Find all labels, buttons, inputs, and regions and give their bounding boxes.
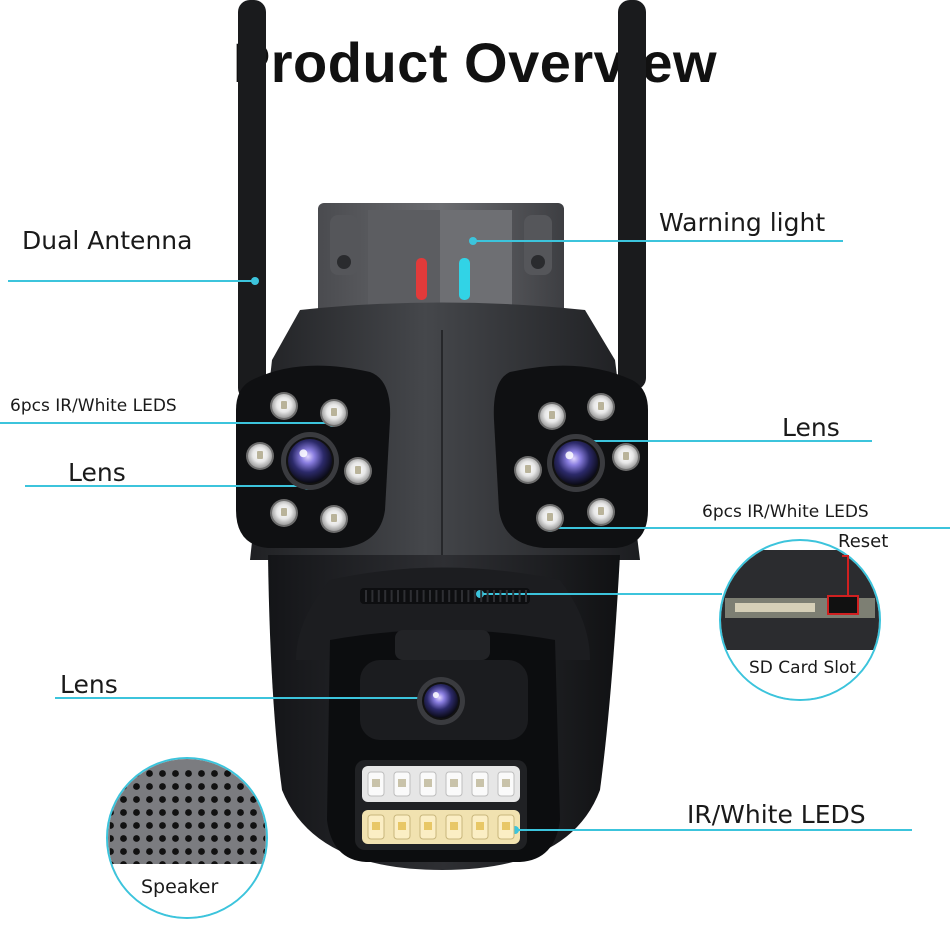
reset-pointer (842, 555, 849, 596)
label-leds-left: 6pcs IR/White LEDS (10, 396, 177, 416)
left-led-4 (344, 457, 372, 485)
right-led-4 (612, 443, 640, 471)
label-leds-right: 6pcs IR/White LEDS (702, 502, 869, 522)
left-led-3 (246, 442, 274, 470)
antenna-right (618, 0, 646, 390)
left-led-1 (270, 392, 298, 420)
warning-light-cyan (459, 258, 470, 300)
label-lens-left: Lens (68, 458, 126, 487)
right-led-3 (514, 456, 542, 484)
label-speaker: Speaker (141, 876, 219, 898)
right-lens (547, 434, 605, 492)
leader-lines (0, 240, 950, 831)
left-led-2 (320, 399, 348, 427)
label-reset: Reset (838, 531, 889, 552)
label-lens-bottom: Lens (60, 670, 118, 699)
label-lens-right: Lens (782, 413, 840, 442)
label-dual-antenna: Dual Antenna (22, 226, 193, 255)
right-led-2 (587, 393, 615, 421)
left-led-5 (270, 499, 298, 527)
left-led-6 (320, 505, 348, 533)
vent-ridges (365, 590, 527, 602)
left-lens (281, 432, 339, 490)
right-led-6 (587, 498, 615, 526)
right-led-1 (538, 402, 566, 430)
reset-button (827, 595, 859, 615)
bottom-lens (417, 677, 465, 725)
antenna-left (238, 0, 266, 400)
label-sd-card-slot: SD Card Slot (749, 658, 857, 678)
label-ir-white-leds: IR/White LEDS (687, 800, 866, 829)
right-led-5 (536, 504, 564, 532)
bottom-led-array (367, 771, 515, 840)
warning-light-red (416, 258, 427, 300)
label-warning-light: Warning light (659, 208, 826, 237)
